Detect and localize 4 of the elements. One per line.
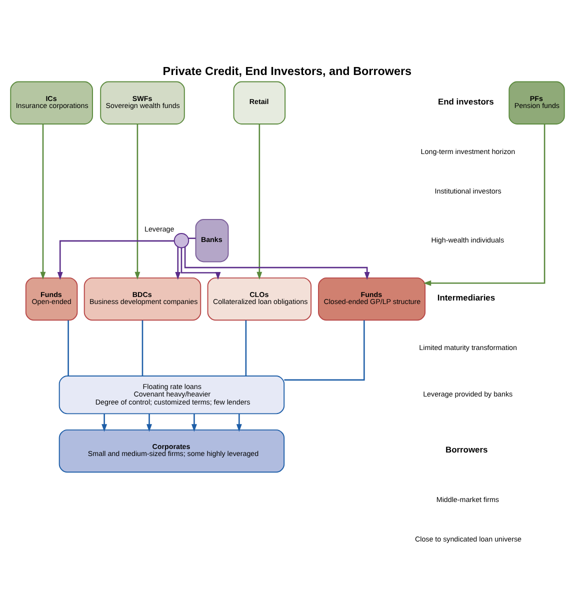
label: End investors (438, 96, 494, 106)
label: Borrowers (446, 444, 488, 455)
diagram-title: Private Credit, End Investors, and Borrowers (162, 64, 412, 78)
label: Intermediaries (437, 292, 496, 303)
